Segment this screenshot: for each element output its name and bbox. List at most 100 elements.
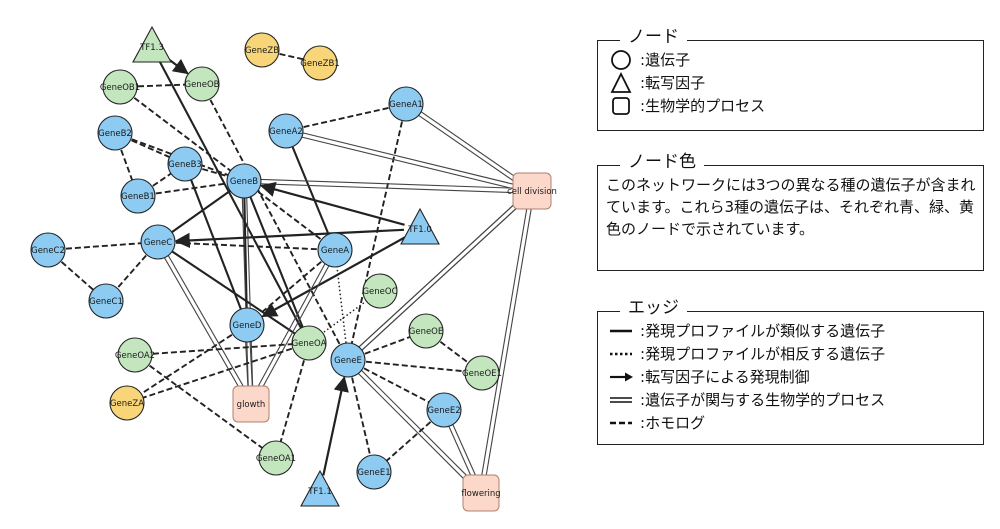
edge-geneoa2-geneoa (134, 342, 310, 356)
node-genea1: GeneA1 (388, 86, 424, 122)
legend-edge-row-similar: : 発現プロファイルが類似する遺伝子 (606, 319, 983, 342)
node-label: GeneZB (245, 46, 279, 56)
node-label: GeneE (334, 356, 362, 366)
edge-genee-flowering (346, 358, 483, 495)
legend-colon: : (640, 96, 646, 115)
legend-node-color-title: ノード色 (620, 151, 704, 173)
node-label: GeneA1 (389, 100, 423, 110)
node-tf1-1: TF1.1 (300, 469, 340, 507)
circle-icon (606, 49, 636, 71)
edge-tf1-0-gened (261, 235, 407, 318)
double-line-icon (606, 395, 636, 405)
edge-genec-genea (157, 241, 336, 251)
node-flowering: flowering (461, 474, 501, 512)
edge-genea-gened (246, 249, 336, 326)
legend-edge-title: エッジ (620, 297, 687, 319)
node-genea2: GeneA2 (268, 113, 304, 149)
edge-tf1-0-genec (174, 228, 405, 249)
legend-colon: : (640, 73, 646, 92)
legend-edge: エッジ : 発現プロファイルが類似する遺伝子 : 発現プロファイルが相反する遺伝… (597, 297, 984, 445)
node-label: GeneOB (185, 80, 220, 90)
legend-node-label: 転写因子 (645, 74, 706, 92)
node-label: GeneE2 (427, 406, 460, 416)
node-genec1: GeneC1 (88, 283, 124, 319)
node-genee1: GeneE1 (356, 454, 392, 490)
node-label: GeneOE (409, 327, 444, 337)
edge-gened-geneza (126, 324, 248, 404)
node-tf1-3: TF1.3 (132, 25, 172, 63)
legend-colon: : (640, 390, 646, 409)
legend-edge-label: 発現プロファイルが類似する遺伝子 (645, 322, 886, 340)
solid-line-icon (606, 326, 636, 336)
edge-genee-genee1 (347, 359, 375, 473)
node-geneob1: GeneOB1 (100, 69, 140, 105)
node-label: GeneOA2 (115, 351, 155, 361)
node-geneza: GeneZA (109, 385, 145, 421)
node-genezb: GeneZB (244, 32, 280, 68)
edge-geneoa2-geneoa1 (134, 354, 277, 459)
node-geneoc: GeneOC (362, 273, 398, 309)
node-label: glowth (237, 400, 266, 410)
triangle-icon (606, 71, 636, 94)
legend-node-row-process: : 生物学的プロセス (606, 94, 983, 117)
node-glowth: glowth (232, 385, 270, 423)
edge-geneob-genee (201, 83, 349, 361)
legend-node-row-gene: : 遺伝子 (606, 48, 983, 71)
node-genee2: GeneE2 (426, 392, 462, 428)
edge-genea-glowth (248, 248, 338, 406)
node-label: GeneD (233, 321, 262, 331)
dotted-line-icon (606, 349, 636, 359)
edge-genea2-genea1 (285, 103, 407, 132)
node-label: GeneC (144, 238, 172, 248)
node-geneoa: GeneOA (291, 325, 327, 361)
node-genec2: GeneC2 (30, 232, 66, 268)
node-cell-division: cell division (507, 172, 557, 210)
node-geneoe: GeneOE (408, 313, 444, 349)
edge-geneoa-geneza (126, 342, 310, 404)
node-genea: GeneA (317, 232, 353, 268)
dashed-line-icon (606, 418, 636, 428)
edge-geneb-glowth (241, 180, 254, 405)
node-geneb1: GeneB1 (120, 178, 156, 214)
edge-genee-geneoe1 (347, 359, 483, 374)
legend-node-row-tf: : 転写因子 (606, 71, 983, 94)
edge-genee-genee2 (347, 359, 445, 411)
node-geneoe1: GeneOE1 (462, 355, 502, 391)
node-tf1-0: TF1.0 (400, 207, 440, 245)
node-label: GeneOE1 (462, 369, 502, 379)
legend-edge-row-regulation: : 転写因子による発現制御 (606, 365, 983, 388)
edge-genec2-genec (47, 241, 159, 251)
node-label: TF1.3 (139, 43, 164, 53)
edge-tf1-0-geneb (259, 181, 405, 226)
legend-edge-label: 遺伝子が関与する生物学的プロセス (645, 391, 886, 409)
legend-colon: : (640, 413, 646, 432)
edge-geneb-geneoa (243, 180, 310, 344)
node-label: GeneB (230, 177, 258, 187)
edge-genea-genee (334, 249, 349, 361)
legend-edge-label: 転写因子による発現制御 (645, 368, 810, 386)
node-label: GeneOA1 (256, 454, 296, 464)
node-label: GeneC2 (31, 246, 65, 256)
node-geneb2: GeneB2 (97, 115, 133, 151)
edge-geneb-genec (157, 180, 245, 243)
legend-edge-row-process: : 遺伝子が関与する生物学的プロセス (606, 388, 983, 411)
node-geneb3: GeneB3 (167, 146, 203, 182)
edge-cell-division-genee (346, 188, 534, 363)
edge-genea2-cell-division (285, 128, 533, 194)
node-label: cell division (507, 187, 557, 197)
legend-node-label: 遺伝子 (645, 51, 691, 69)
legend-node-color: ノード色 このネットワークには3つの異なる種の遺伝子が含まれています。これら3種… (597, 151, 984, 271)
edge-geneb-genea (243, 180, 336, 251)
edge-genea2-genea (285, 130, 336, 251)
legend-colon: : (640, 50, 646, 69)
node-label: GeneOB1 (100, 83, 140, 93)
node-label: GeneZB1 (300, 59, 340, 69)
node-genezb1: GeneZB1 (300, 45, 340, 81)
node-label: GeneB2 (98, 129, 132, 139)
node-label: GeneA (321, 246, 349, 256)
legend-node-label: 生物学的プロセス (645, 97, 766, 115)
legend-node-color-text: このネットワークには3つの異なる種の遺伝子が含まれています。これら3種の遺伝子は… (606, 176, 976, 238)
node-label: TF1.1 (307, 487, 332, 497)
legend-edge-row-homolog: : ホモログ (606, 411, 983, 434)
